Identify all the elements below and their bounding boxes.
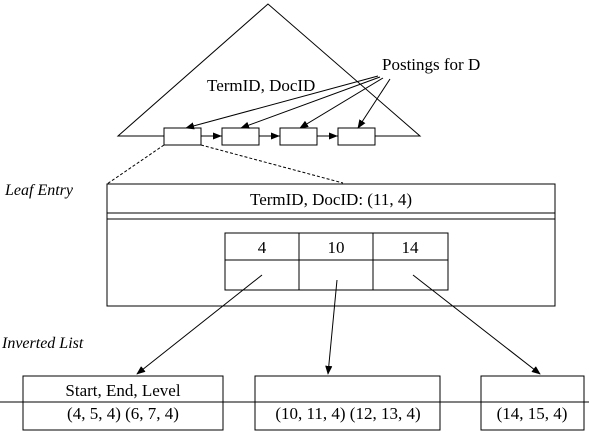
inverted-arrow-2 [325,279,338,375]
inverted-list-entry-3: (14, 15, 4) [497,404,568,423]
position-cell-2: 10 [328,238,345,257]
tree-leaf-box-3 [279,127,318,146]
inverted-list-entry-2: (10, 11, 4) (12, 13, 4) [275,404,420,423]
zoom-line-right [200,144,344,184]
tree-leaf-box-2 [221,127,260,146]
tree-leaf-box-1 [163,127,202,146]
inverted-arrow-1 [136,274,263,375]
position-cell-1: 4 [258,238,267,257]
inverted-list-label: Inverted List [1,335,84,352]
inverted-list-entry-1: (4, 5, 4) (6, 7, 4) [67,404,179,423]
leaf-entry-header: TermID, DocID: (11, 4) [250,190,412,209]
zoom-line-left [106,144,165,185]
tree-leaf-box-4 [337,127,376,146]
postings-arrow-3 [299,77,384,129]
btree-triangle [116,3,422,137]
inverted-list-header: Start, End, Level [65,381,180,400]
inverted-list-box-1 [22,375,224,431]
postings-label: Postings for D [382,55,480,74]
inverted-list-box-2 [254,375,441,431]
inverted-arrow-3 [412,274,541,375]
leaf-entry-label: Leaf Entry [4,182,74,199]
position-cell-3: 14 [402,238,420,257]
inverted-list-box-3 [480,375,585,431]
postings-arrow-1 [185,75,379,130]
postings-arrow-4 [357,78,391,129]
postings-arrow-2 [240,76,381,129]
tree-key-label: TermID, DocID [207,76,315,95]
